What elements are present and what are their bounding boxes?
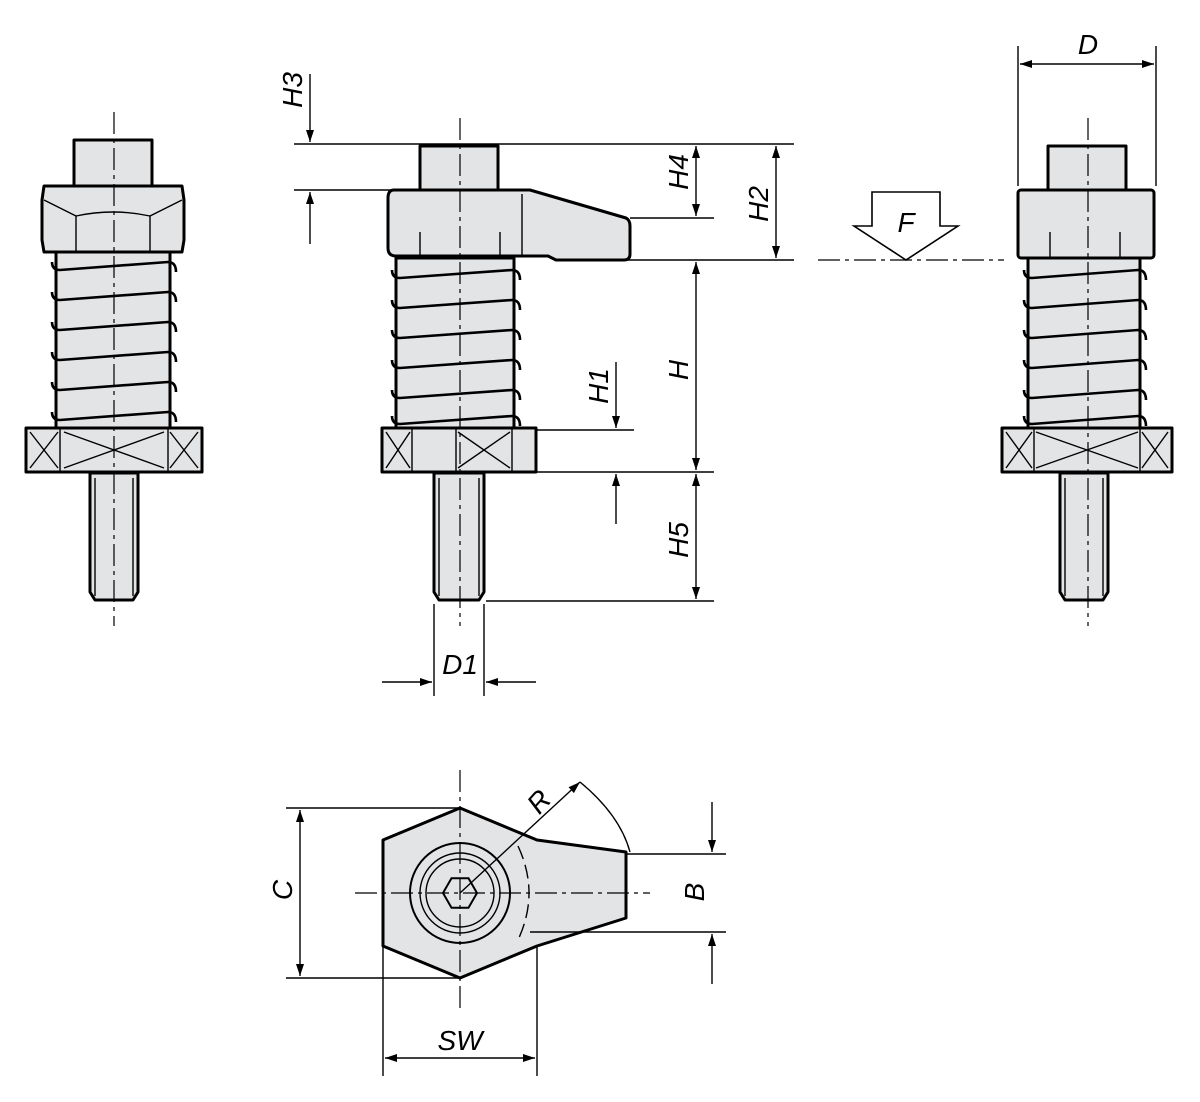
right-threaded-stud: [1058, 471, 1110, 602]
top-view: [355, 770, 650, 1010]
label-C: C: [267, 879, 298, 900]
middle-spring-coils: [390, 268, 522, 427]
left-top-pin: [72, 138, 154, 188]
right-spring-body: [1026, 256, 1142, 430]
middle-lock-nut: [380, 426, 538, 474]
label-H: H: [663, 359, 694, 380]
label-R: R: [521, 784, 558, 820]
middle-view-plunger: [380, 118, 632, 626]
label-D1: D1: [442, 649, 478, 680]
label-SW: SW: [437, 1025, 485, 1056]
dimension-labels: D H3 H4 H2 F H H1 H5 D1 R C B SW: [267, 29, 1098, 1056]
right-spring-coils: [1022, 268, 1148, 427]
right-view-plunger: [1000, 118, 1174, 626]
label-D: D: [1078, 29, 1098, 60]
label-H2: H2: [743, 186, 774, 222]
right-head: [1016, 188, 1156, 260]
middle-top-pin: [418, 144, 500, 192]
label-H4: H4: [663, 154, 694, 190]
label-H5: H5: [663, 522, 694, 558]
left-hex-head: [40, 184, 186, 254]
right-top-pin: [1046, 144, 1128, 192]
force-arrow-icon: [851, 191, 961, 261]
left-spring-body: [54, 250, 172, 430]
left-view-plunger: [24, 112, 204, 626]
label-H3: H3: [277, 72, 308, 108]
label-F: F: [897, 207, 916, 238]
label-B: B: [679, 883, 710, 902]
radius-line: [459, 781, 581, 894]
label-H1: H1: [583, 368, 614, 404]
dimension-lines: [286, 46, 1157, 1076]
middle-cam-lever: [386, 188, 632, 262]
middle-threaded-stud: [432, 471, 486, 602]
middle-spring-body: [394, 256, 516, 430]
